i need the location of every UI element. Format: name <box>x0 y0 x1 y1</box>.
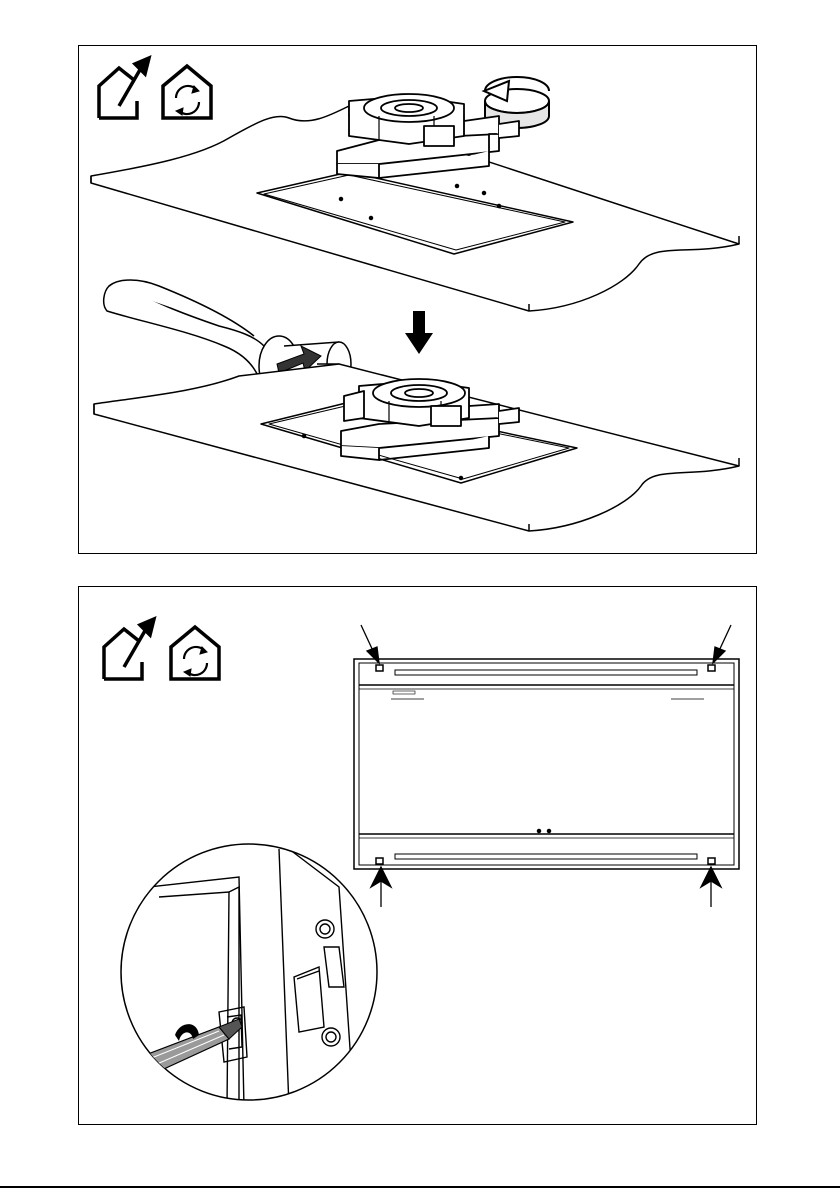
screw-top-right <box>708 665 715 671</box>
recirculation-icon <box>163 66 211 118</box>
screw-bottom-left <box>376 858 383 864</box>
recirculation-icon <box>171 627 219 679</box>
ducted-exhaust-icon <box>99 58 149 118</box>
top-panel-illustration <box>79 46 758 555</box>
bottom-panel-illustration <box>79 587 758 1126</box>
panel-top-motor-installation <box>78 45 757 554</box>
footer-rule <box>0 1186 840 1188</box>
screw-bottom-right <box>708 858 715 864</box>
down-arrow-icon <box>405 311 433 354</box>
ducted-exhaust-icon <box>104 619 154 679</box>
screw-top-left <box>376 665 383 671</box>
magnifier-detail <box>119 844 377 1107</box>
hood-panel-front-view <box>354 659 739 869</box>
panel-bottom-fixing-screws <box>78 586 757 1125</box>
